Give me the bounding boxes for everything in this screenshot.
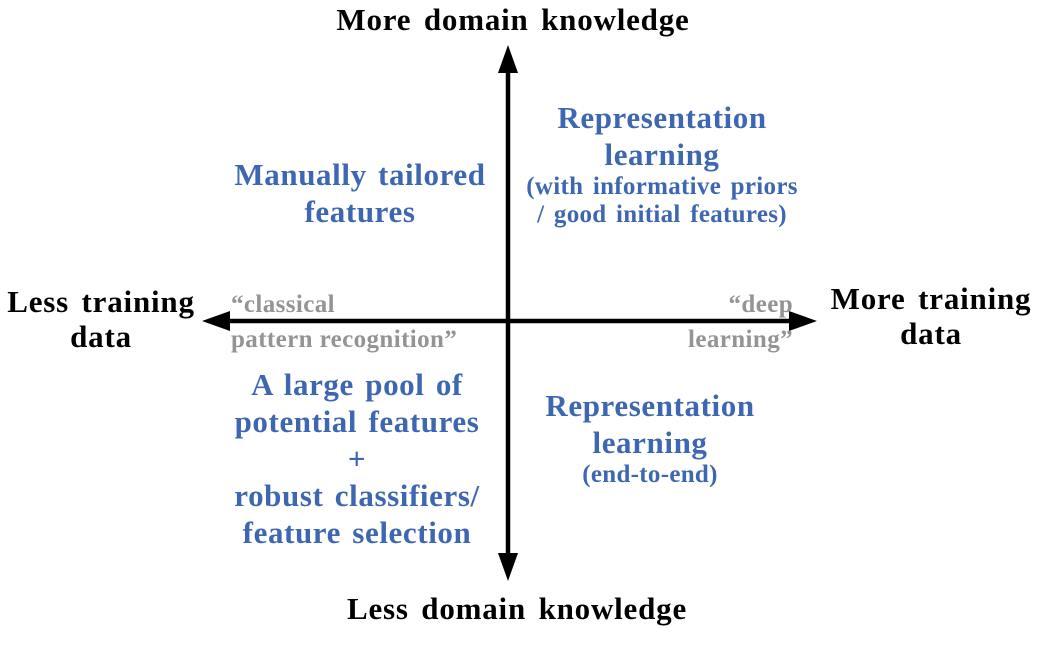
quadrant-bottom-left-text: A large pool of potential features + rob… bbox=[234, 366, 479, 551]
quadrant-subtitle-line: (end-to-end) bbox=[582, 461, 718, 488]
axis-label-line: Less training bbox=[7, 284, 195, 319]
arrowhead-right-icon bbox=[789, 311, 817, 331]
arrowhead-left-icon bbox=[202, 311, 230, 331]
quadrant-line: Representation bbox=[545, 388, 755, 423]
arrowhead-up-icon bbox=[498, 45, 518, 73]
arrowhead-down-icon bbox=[498, 553, 518, 581]
quadrant-subtitle-line: (with informative priors bbox=[526, 173, 798, 200]
axis-label-more-training-data: More training data bbox=[831, 281, 1032, 351]
annotation-line: pattern recognition” bbox=[231, 326, 458, 353]
quadrant-line: learning bbox=[604, 137, 720, 172]
quadrant-line: potential features bbox=[234, 404, 480, 439]
annotation-deep-learning: “deep learning” bbox=[688, 287, 793, 357]
annotation-line: “deep bbox=[728, 291, 793, 318]
quadrant-line: Representation bbox=[557, 100, 767, 135]
quadrant-line: Manually tailored bbox=[234, 157, 486, 192]
quadrant-line: feature selection bbox=[242, 515, 472, 550]
axis-label-more-domain-knowledge: More domain knowledge bbox=[336, 2, 690, 37]
quadrant-subtitle: (end-to-end) bbox=[545, 461, 754, 489]
annotation-classical-pattern-recognition: “classical pattern recognition” bbox=[231, 287, 457, 357]
annotation-line: “classical bbox=[231, 291, 335, 318]
axis-label-line: data bbox=[900, 316, 962, 351]
quadrant-bottom-right-text: Representation learning (end-to-end) bbox=[545, 387, 754, 489]
axis-label-less-training-data: Less training data bbox=[7, 284, 195, 354]
axis-label-less-domain-knowledge: Less domain knowledge bbox=[346, 591, 688, 626]
quadrant-line: + bbox=[347, 441, 367, 476]
quadrant-line: features bbox=[304, 194, 416, 229]
annotation-line: learning” bbox=[688, 326, 793, 353]
axis-label-line: data bbox=[70, 319, 132, 354]
quadrant-top-left-text: Manually tailored features bbox=[234, 156, 485, 230]
quadrant-line: learning bbox=[592, 425, 708, 460]
quadrant-line: A large pool of bbox=[251, 367, 463, 402]
axis-label-line: More training bbox=[830, 281, 1032, 316]
quadrant-subtitle: (with informative priors / good initial … bbox=[526, 173, 798, 229]
quadrant-top-right-text: Representation learning (with informativ… bbox=[526, 99, 798, 229]
quadrant-line: robust classifiers/ bbox=[234, 478, 480, 513]
quadrant-subtitle-line: / good initial features) bbox=[537, 201, 787, 228]
